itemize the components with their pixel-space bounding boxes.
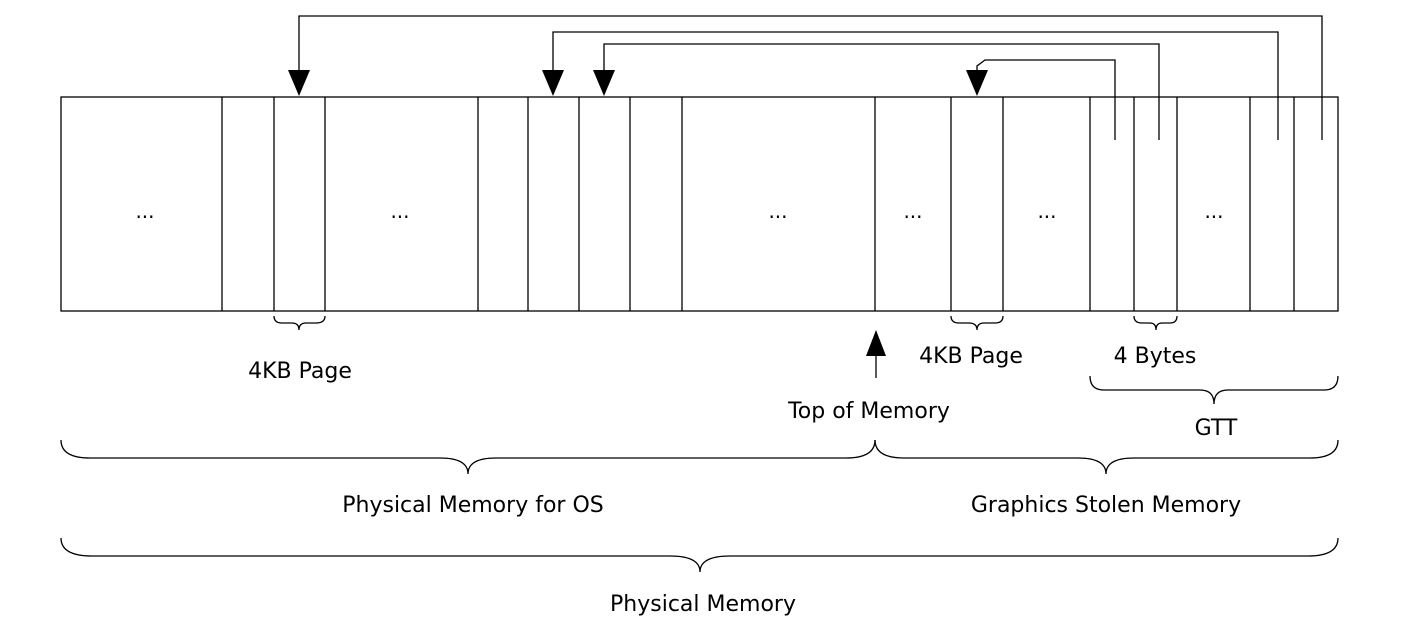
label-gtt: GTT [1195, 416, 1238, 441]
top-of-memory-arrow [866, 330, 886, 378]
brace-os-memory [60, 439, 876, 475]
ellipsis-4: ... [903, 199, 922, 223]
label-top-of-memory: Top of Memory [787, 399, 950, 424]
brace-gtt [1089, 375, 1339, 405]
ellipsis-3: ... [768, 199, 787, 223]
memory-strip [60, 96, 1339, 312]
memory-cell-dividers [221, 97, 1295, 311]
label-physical-memory-for-os: Physical Memory for OS [342, 493, 603, 518]
brace-os-page [273, 315, 326, 331]
label-4kb-page-stolen: 4KB Page [919, 344, 1023, 369]
ellipsis-6: ... [1204, 199, 1223, 223]
brace-stolen-memory [874, 439, 1339, 475]
brace-physical-memory [60, 537, 1339, 573]
brace-gtt-entry [1133, 315, 1178, 331]
ellipsis-5: ... [1037, 199, 1056, 223]
ellipsis-1: ... [135, 199, 154, 223]
brace-stolen-page [950, 315, 1004, 331]
label-physical-memory: Physical Memory [610, 592, 796, 617]
label-4-bytes: 4 Bytes [1114, 344, 1197, 369]
gtt-mapping-arrows [288, 15, 1323, 140]
label-4kb-page-os: 4KB Page [248, 359, 352, 384]
label-graphics-stolen-memory: Graphics Stolen Memory [971, 493, 1241, 518]
ellipsis-2: ... [390, 199, 409, 223]
